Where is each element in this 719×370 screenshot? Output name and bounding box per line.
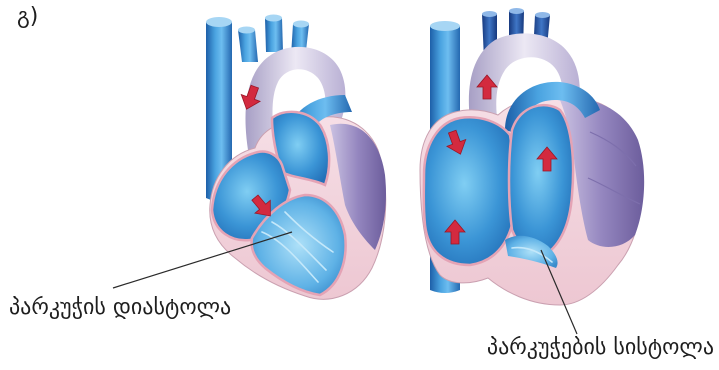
branch-vessel-opening: [535, 12, 550, 18]
branch-vessel-opening: [509, 8, 524, 14]
vena-cava-opening: [430, 21, 460, 31]
diastole-label: პარკუჭის დიასტოლა: [9, 295, 231, 321]
branch-vessel-opening: [482, 11, 497, 17]
heart-systole: [420, 8, 644, 305]
heart-diastole: [206, 15, 386, 300]
branch-vessel-opening: [265, 15, 282, 22]
ventricle: [509, 105, 573, 255]
branch-vessel-opening: [238, 27, 255, 34]
atrium: [424, 117, 514, 265]
vena-cava-opening: [206, 17, 232, 27]
branch-vessel-opening: [293, 21, 309, 28]
systole-label: პარკუჭების სისტოლა: [487, 335, 714, 361]
